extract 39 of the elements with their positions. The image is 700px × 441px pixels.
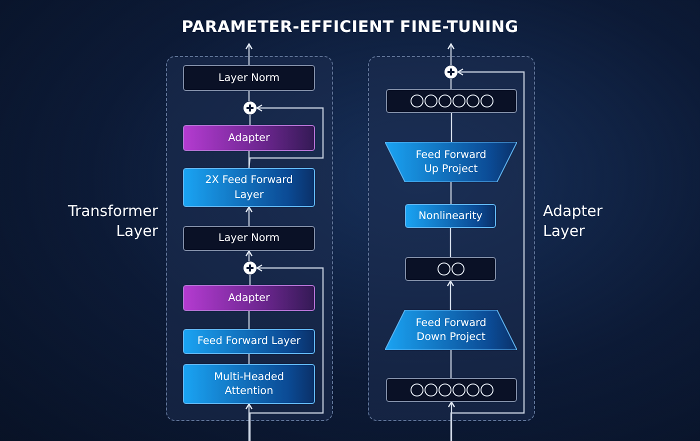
- arrow: [245, 250, 253, 261]
- arrow: [446, 280, 454, 310]
- arrow: [249, 264, 324, 441]
- projection-trapezoid: Feed Forward Down Project: [385, 310, 517, 350]
- layer-box: Multi-Headed Attention: [183, 364, 315, 404]
- vector-box: [405, 257, 496, 281]
- layer-box: Feed Forward Layer: [183, 329, 315, 354]
- arrow: [245, 43, 253, 65]
- diagram-title: PARAMETER-EFFICIENT FINE-TUNING: [180, 17, 520, 36]
- arrow: [245, 206, 253, 226]
- arrow: [450, 68, 525, 441]
- vector-box: [386, 378, 517, 402]
- connector-line: [450, 350, 452, 378]
- connector-line: [450, 113, 452, 142]
- arrow: [245, 403, 253, 441]
- connector-line: [450, 182, 452, 204]
- layer-box: 2X Feed Forward Layer: [183, 168, 315, 207]
- connector-line: [450, 79, 452, 89]
- layer-box: Layer Norm: [183, 65, 315, 91]
- adapter-box: Adapter: [183, 285, 315, 311]
- panel-heading: Adapter Layer: [543, 202, 604, 241]
- add-icon: [243, 261, 257, 275]
- connector-line: [249, 115, 251, 125]
- add-icon: [444, 65, 458, 79]
- connector-line: [248, 91, 250, 101]
- vector-box: [386, 89, 517, 113]
- arrow: [448, 401, 456, 441]
- connector-line: [249, 275, 251, 285]
- arrow: [248, 104, 324, 168]
- arrow: [447, 43, 455, 65]
- connector-line: [450, 228, 452, 257]
- add-icon: [243, 101, 257, 115]
- adapter-box: Adapter: [183, 125, 315, 151]
- projection-trapezoid: Feed Forward Up Project: [385, 142, 517, 182]
- layer-box: Layer Norm: [183, 226, 315, 251]
- layer-box: Nonlinearity: [405, 204, 496, 228]
- connector-line: [248, 354, 250, 364]
- panel-heading: Transformer Layer: [66, 202, 158, 241]
- connector-line: [248, 311, 250, 329]
